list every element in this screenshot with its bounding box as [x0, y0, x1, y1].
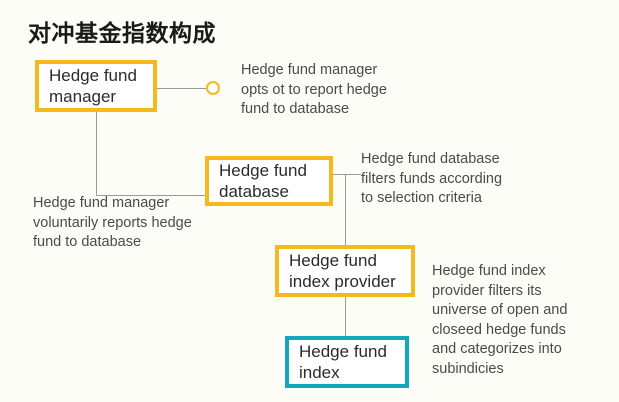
node-label: Hedge fund index provider — [289, 250, 396, 291]
node-hedge-fund-database[interactable]: Hedge fund database — [205, 156, 333, 206]
connector-manager-to-database — [96, 195, 205, 196]
note-database-filters: Hedge fund database filters funds accord… — [361, 151, 503, 207]
node-hedge-fund-index[interactable]: Hedge fund index — [285, 336, 409, 388]
node-label: Hedge fund database — [219, 160, 307, 201]
connector-database-to-provider — [345, 174, 346, 245]
circle-endpoint-icon — [206, 81, 220, 95]
connector-provider-to-index — [345, 297, 346, 336]
connector-database-to-note — [333, 174, 361, 175]
note-manager-reports: Hedge fund manager voluntarily reports h… — [33, 195, 192, 251]
connector-manager-down — [96, 112, 97, 195]
connector-manager-to-optout — [157, 88, 207, 89]
note-manager-opt-out: Hedge fund manager opts ot to report hed… — [241, 62, 387, 118]
note-provider-filters: Hedge fund index provider filters its un… — [432, 263, 568, 377]
node-label: Hedge fund index — [299, 341, 387, 382]
node-label: Hedge fund manager — [49, 65, 137, 106]
page-title: 对冲基金指数构成 — [28, 20, 216, 46]
node-hedge-fund-manager[interactable]: Hedge fund manager — [35, 60, 157, 112]
node-hedge-fund-index-provider[interactable]: Hedge fund index provider — [275, 245, 415, 297]
